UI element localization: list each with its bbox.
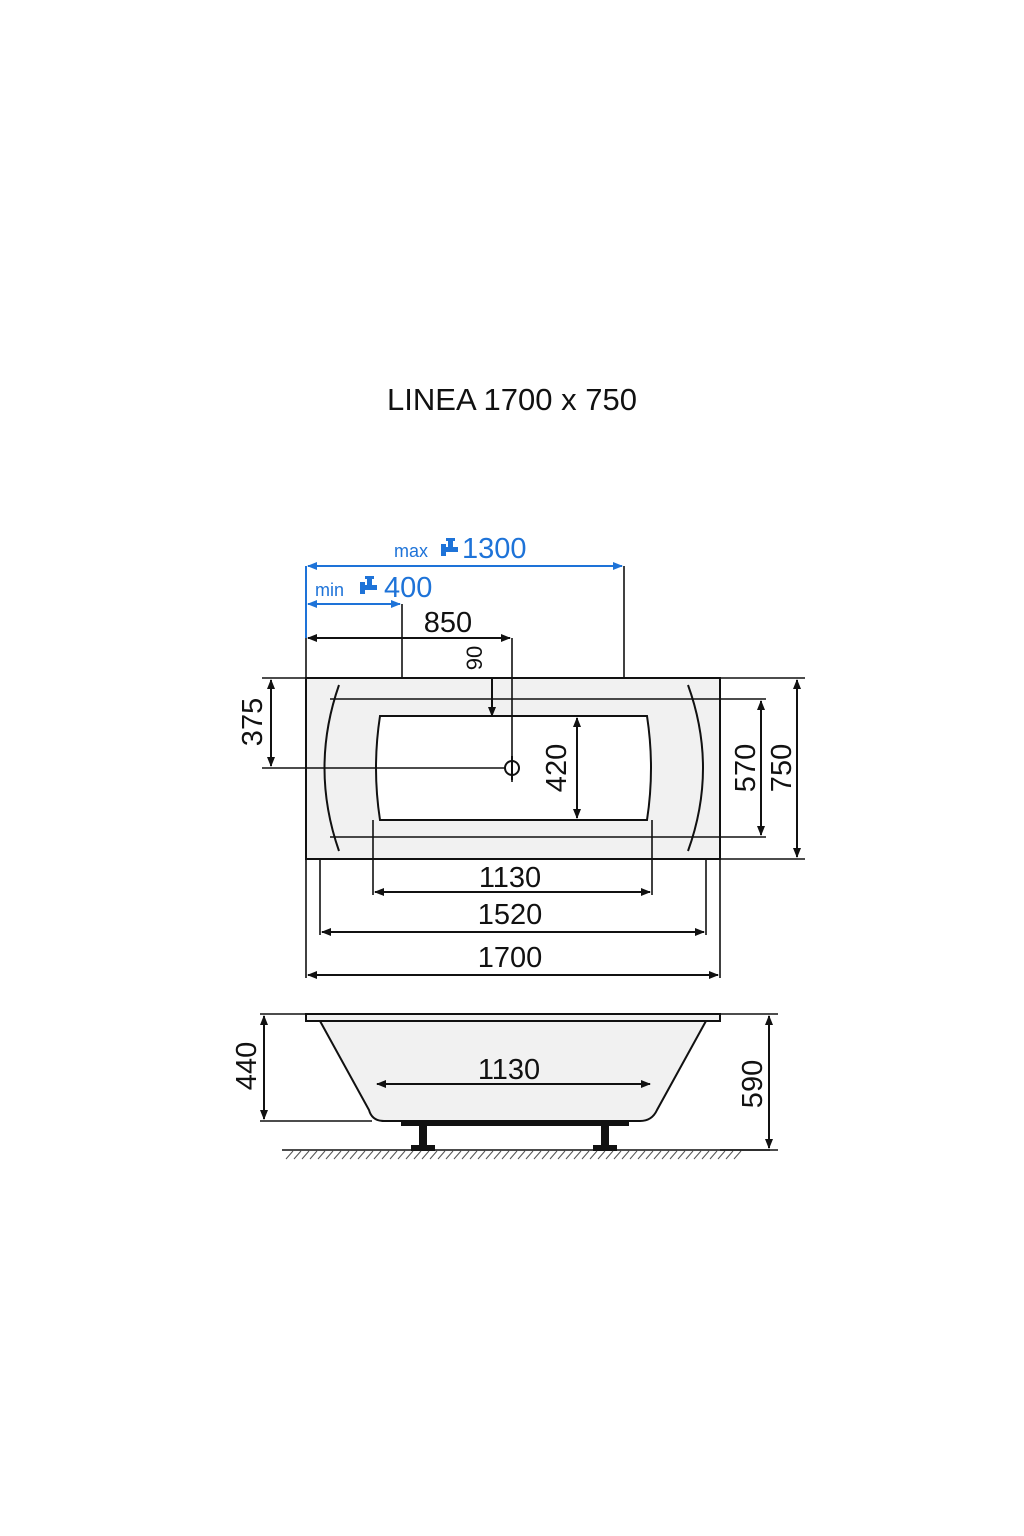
floor-hatch-mark xyxy=(437,1150,446,1160)
label-440: 440 xyxy=(231,1042,263,1090)
floor-hatch-mark xyxy=(509,1150,518,1160)
floor-hatch-mark xyxy=(597,1150,606,1160)
floor-hatch-mark xyxy=(493,1150,502,1160)
floor-hatch-mark xyxy=(701,1150,710,1160)
floor-hatch-mark xyxy=(637,1150,646,1160)
floor-hatch-mark xyxy=(349,1150,358,1160)
floor-hatch-mark xyxy=(469,1150,478,1160)
plan-extension-lines xyxy=(262,566,805,978)
tub-leg-right xyxy=(601,1124,609,1147)
label-1520: 1520 xyxy=(478,899,543,931)
floor-hatch-mark xyxy=(381,1150,390,1160)
floor-hatch-mark xyxy=(653,1150,662,1160)
floor-hatch-mark xyxy=(485,1150,494,1160)
side-dimension-lines xyxy=(260,1015,773,1149)
floor-hatch-mark xyxy=(421,1150,430,1160)
label-420: 420 xyxy=(541,744,573,792)
floor-hatch-mark xyxy=(365,1150,374,1160)
floor-hatch-mark xyxy=(285,1150,294,1160)
floor-hatch-mark xyxy=(589,1150,598,1160)
floor-hatch xyxy=(285,1150,742,1160)
floor-hatch-mark xyxy=(733,1150,742,1160)
tub-leg-left xyxy=(419,1124,427,1147)
floor-hatch-mark xyxy=(693,1150,702,1160)
floor-hatch-mark xyxy=(717,1150,726,1160)
floor-hatch-mark xyxy=(669,1150,678,1160)
tub-basin xyxy=(375,715,652,821)
floor-hatch-mark xyxy=(309,1150,318,1160)
faucet-dimensions xyxy=(305,562,623,638)
floor-hatch-mark xyxy=(333,1150,342,1160)
side-extension-lines xyxy=(260,1013,778,1151)
floor-hatch-mark xyxy=(477,1150,486,1160)
label-750: 750 xyxy=(766,744,798,792)
label-1130-plan: 1130 xyxy=(479,862,541,894)
floor-hatch-mark xyxy=(373,1150,382,1160)
floor-hatch-mark xyxy=(549,1150,558,1160)
faucet-max-prefix: max xyxy=(394,541,428,561)
floor-hatch-mark xyxy=(325,1150,334,1160)
faucet-icon xyxy=(360,576,377,594)
floor-hatch-mark xyxy=(317,1150,326,1160)
floor-hatch-mark xyxy=(413,1150,422,1160)
label-1130-side: 1130 xyxy=(478,1054,540,1086)
floor-hatch-mark xyxy=(533,1150,542,1160)
tub-right-curve xyxy=(687,684,704,852)
floor-hatch-mark xyxy=(573,1150,582,1160)
floor-hatch-mark xyxy=(605,1150,614,1160)
floor-hatch-mark xyxy=(725,1150,734,1160)
floor-hatch-mark xyxy=(445,1150,454,1160)
floor-hatch-mark xyxy=(621,1150,630,1160)
floor-hatch-mark xyxy=(397,1150,406,1160)
floor-hatch-mark xyxy=(685,1150,694,1160)
floor-hatch-mark xyxy=(389,1150,398,1160)
floor-hatch-mark xyxy=(661,1150,670,1160)
tub-body-side xyxy=(318,1020,708,1122)
floor-hatch-mark xyxy=(517,1150,526,1160)
floor-hatch-mark xyxy=(429,1150,438,1160)
faucet-min-value: 400 xyxy=(384,572,432,604)
floor-hatch-mark xyxy=(405,1150,414,1160)
side-view xyxy=(305,1013,721,1151)
floor-hatch-mark xyxy=(557,1150,566,1160)
faucet-icon xyxy=(441,538,458,556)
floor-hatch-mark xyxy=(581,1150,590,1160)
floor-hatch-mark xyxy=(709,1150,718,1160)
tub-base-plate xyxy=(401,1120,629,1126)
floor-hatch-mark xyxy=(301,1150,310,1160)
faucet-max-value: 1300 xyxy=(462,533,527,565)
floor-hatch-mark xyxy=(357,1150,366,1160)
floor-hatch-mark xyxy=(293,1150,302,1160)
floor-hatch-mark xyxy=(501,1150,510,1160)
floor-hatch-mark xyxy=(525,1150,534,1160)
floor-hatch-mark xyxy=(565,1150,574,1160)
floor-hatch-mark xyxy=(341,1150,350,1160)
floor-hatch-mark xyxy=(613,1150,622,1160)
plan-dimension-lines xyxy=(267,634,801,979)
floor-hatch-mark xyxy=(541,1150,550,1160)
label-850: 850 xyxy=(424,607,472,639)
floor-hatch-mark xyxy=(453,1150,462,1160)
label-570: 570 xyxy=(730,744,762,792)
label-1700: 1700 xyxy=(478,942,543,974)
label-90: 90 xyxy=(462,646,487,670)
floor-hatch-mark xyxy=(677,1150,686,1160)
faucet-min-prefix: min xyxy=(315,580,344,600)
floor-hatch-mark xyxy=(629,1150,638,1160)
drawing-title: LINEA 1700 x 750 xyxy=(387,382,637,417)
floor-hatch-mark xyxy=(461,1150,470,1160)
plan-view xyxy=(305,677,721,860)
tub-rim-side xyxy=(305,1013,721,1022)
label-375: 375 xyxy=(237,698,269,746)
floor-hatch-mark xyxy=(645,1150,654,1160)
label-590: 590 xyxy=(737,1060,769,1108)
